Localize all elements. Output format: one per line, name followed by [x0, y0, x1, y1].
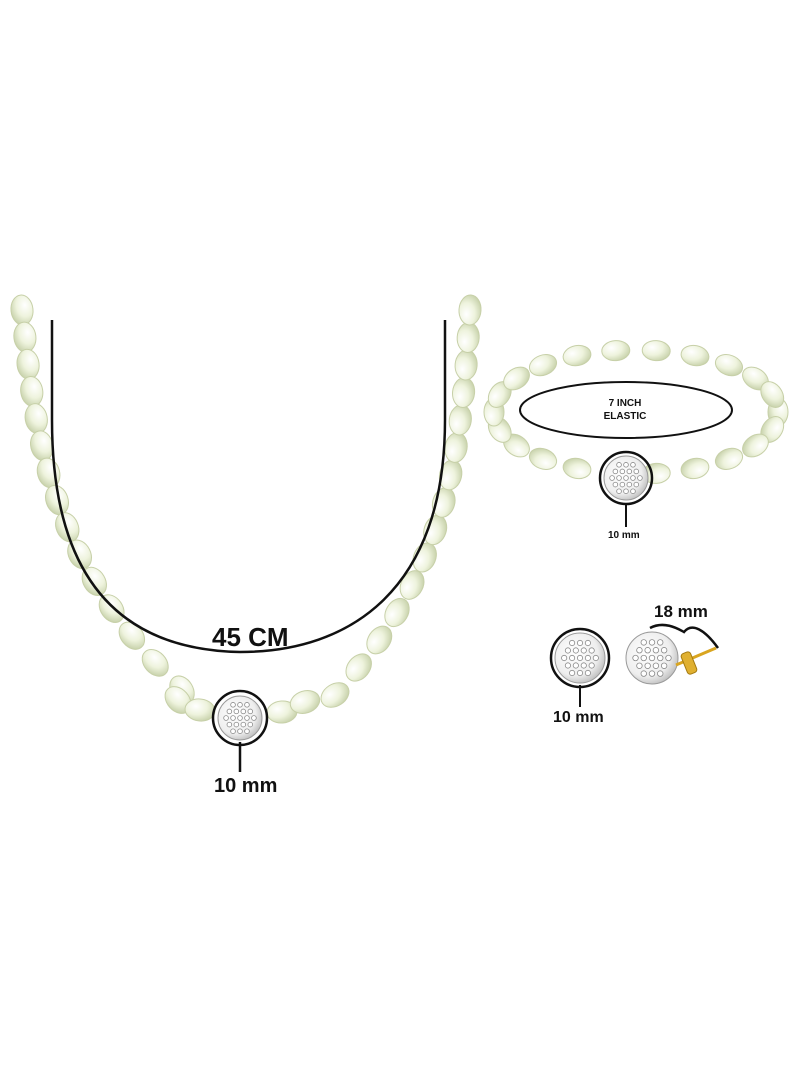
necklace-pendant: [211, 689, 269, 747]
bracelet-pearl: [680, 457, 710, 480]
necklace-pearl: [412, 542, 437, 573]
bracelet-pearl: [641, 340, 671, 362]
necklace-pearl: [10, 294, 34, 326]
necklace: [10, 294, 482, 724]
earring-front-crystal: [554, 632, 606, 684]
necklace-pearl: [448, 404, 472, 436]
bracelet-pearl: [680, 344, 710, 367]
necklace-pearl: [444, 432, 468, 463]
bracelet-pearl: [714, 354, 744, 377]
bracelet: [483, 340, 789, 484]
necklace-pearl: [289, 690, 321, 714]
necklace-pearl: [384, 597, 410, 628]
earring-diameter-label: 10 mm: [553, 709, 604, 726]
necklace-pearl: [36, 457, 61, 489]
bracelet-pearl: [601, 340, 631, 362]
necklace-pearl: [423, 514, 448, 546]
earring-side-crystal: [625, 631, 679, 685]
necklace-crystal-ball: [217, 695, 263, 741]
bracelet-length-ellipse: [519, 381, 733, 439]
necklace-pearl: [456, 322, 480, 353]
bracelet-crystal-ball: [603, 455, 649, 501]
necklace-pearl: [366, 625, 393, 655]
necklace-dimension-lines: [50, 320, 447, 772]
bracelet-pearl: [528, 447, 558, 470]
necklace-crystal-ball-outline: [211, 689, 269, 747]
necklace-pearl: [345, 653, 372, 682]
necklace-pearl: [13, 321, 37, 353]
bracelet-dimension-lines: [519, 381, 733, 527]
bracelet-elastic-label: ELASTIC: [603, 411, 647, 422]
earring-gold-post: [675, 646, 717, 667]
earring-dimension-lines: [579, 623, 720, 707]
bracelet-pearl: [528, 354, 558, 377]
bracelet-pearl: [562, 344, 592, 367]
necklace-pearl: [20, 376, 44, 407]
earring-depth-label: 18 mm: [654, 602, 708, 621]
necklace-length-curve: [50, 320, 447, 654]
necklace-pearl: [16, 348, 40, 380]
necklace-pearl: [452, 377, 476, 408]
necklace-pendant-size-label: 10 mm: [214, 775, 278, 797]
bracelet-charm: [598, 450, 654, 506]
bracelet-pearl: [562, 457, 592, 480]
bracelet-length-label: 7 INCH: [608, 398, 642, 409]
necklace-pearl: [454, 349, 478, 381]
bracelet-pearl: [503, 366, 530, 391]
necklace-pearl: [141, 649, 169, 677]
bracelet-pearl: [714, 447, 744, 470]
bracelet-charm-size-label: 10 mm: [608, 530, 640, 541]
earring-depth-brace: [649, 623, 720, 649]
bracelet-crystal-ball-outline: [598, 450, 654, 506]
necklace-pearl: [24, 403, 48, 434]
necklace-pearl: [320, 682, 350, 708]
earring-gold-back: [680, 651, 698, 675]
earrings: [549, 627, 717, 689]
bracelet-pearl: [760, 381, 785, 408]
necklace-pearl: [458, 294, 482, 326]
bracelet-pearl: [742, 433, 769, 458]
necklace-length-label: 45 CM: [212, 622, 289, 652]
